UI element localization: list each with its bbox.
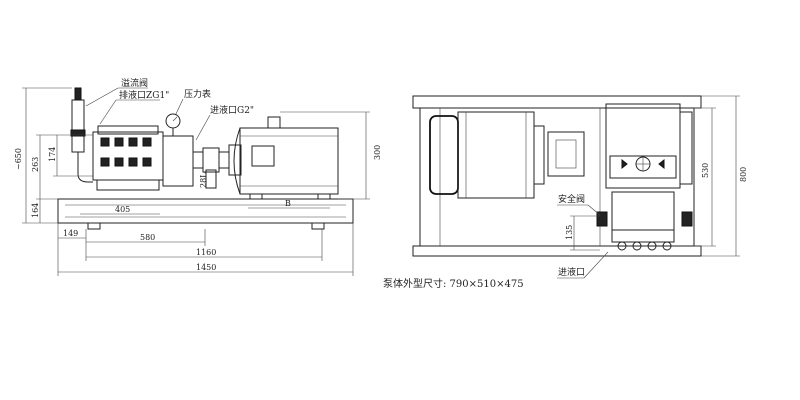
pump-dimensions-caption: 泵体外型尺寸: 790×510×475 <box>383 277 524 290</box>
pressure-gauge <box>165 113 181 136</box>
pump-body <box>92 125 194 191</box>
callout-pressure-gauge: 压力表 <box>184 88 211 100</box>
coupling <box>192 147 230 189</box>
left-vertical-dimensions <box>22 87 370 224</box>
dim-530: 530 <box>701 163 710 178</box>
top-plate <box>412 95 702 109</box>
callout-inlet-port-right: 进液口 <box>558 266 585 278</box>
dim-149: 149 <box>63 229 78 238</box>
right-view: 800 530 135 安全阀 进液口 <box>412 95 748 279</box>
callout-relief-valve: 溢流阀 <box>121 77 148 89</box>
dim-800: 800 <box>739 167 748 182</box>
left-view: 溢流阀 排液口ZG1" 压力表 进液口G2" ~650 263 174 164 … <box>14 77 382 276</box>
dim-overall-height: ~650 <box>14 148 23 170</box>
relief-valve <box>70 87 93 183</box>
dim-174: 174 <box>48 147 57 162</box>
dim-1160: 1160 <box>196 248 216 257</box>
right-vertical-dimensions <box>570 95 740 257</box>
dim-405: 405 <box>115 205 130 214</box>
coupling-plan <box>547 131 585 177</box>
dim-1450: 1450 <box>196 263 216 272</box>
dim-motor-height: 300 <box>373 145 382 160</box>
callout-safety-valve: 安全阀 <box>558 193 585 205</box>
dim-580: 580 <box>140 233 155 242</box>
dim-B: B <box>285 199 291 208</box>
dim-164: 164 <box>31 203 40 218</box>
motor-plan <box>429 111 545 199</box>
bottom-plate <box>412 245 702 257</box>
left-horizontal-dimensions <box>57 207 354 276</box>
dim-135: 135 <box>565 225 574 240</box>
callout-inlet-port: 进液口G2" <box>210 104 254 116</box>
flow-label: 28L <box>199 172 208 188</box>
motor <box>228 116 339 200</box>
pump-plan <box>596 103 693 251</box>
base-skid <box>57 198 354 224</box>
dim-263: 263 <box>31 157 40 172</box>
callout-discharge-port: 排液口ZG1" <box>119 89 169 101</box>
base-feet <box>87 223 325 230</box>
